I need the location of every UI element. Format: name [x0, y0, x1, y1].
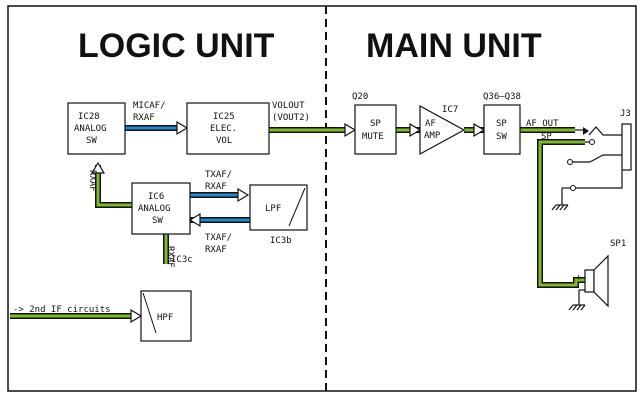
svg-text:VOL: VOL [216, 136, 232, 146]
svg-text:AF: AF [425, 119, 436, 129]
svg-text:TXAF/: TXAF/ [205, 170, 232, 180]
svg-text:RXAF: RXAF [205, 182, 227, 192]
svg-text:SW: SW [496, 132, 507, 142]
svg-text:ANALOG: ANALOG [138, 204, 171, 214]
block-ic25: IC25 ELEC. VOL [186, 102, 270, 155]
lpf-ref: IC3b [270, 236, 292, 246]
svg-text:AMP: AMP [424, 131, 441, 141]
block-lpf: LPF IC3b [249, 184, 308, 246]
block-sp-mute: SP MUTE Q20 [352, 92, 397, 155]
svg-text:IC28: IC28 [78, 112, 100, 122]
block-sp-sw: SP SW Q36–Q38 [483, 92, 521, 155]
svg-text:RXAF: RXAF [205, 245, 227, 255]
svg-text:SP1: SP1 [610, 239, 626, 249]
af-amp-ref: IC7 [442, 105, 458, 115]
svg-text:+: + [576, 273, 582, 283]
svg-text:(VOUT2): (VOUT2) [272, 113, 310, 123]
svg-text:AF OUT: AF OUT [526, 119, 559, 129]
ground-symbol [551, 204, 569, 211]
ground-symbol [568, 304, 586, 311]
svg-text:J3: J3 [620, 109, 631, 119]
svg-text:IC6: IC6 [148, 192, 164, 202]
svg-text:SP: SP [370, 119, 381, 129]
svg-text:SP: SP [496, 119, 507, 129]
svg-text:MUTE: MUTE [362, 132, 384, 142]
svg-text:RXAF: RXAF [165, 246, 175, 268]
block-ic6: IC6 ANALOG SW [131, 182, 191, 235]
svg-text:SW: SW [86, 136, 97, 146]
svg-text:MICAF/: MICAF/ [133, 101, 166, 111]
second-if-label: -> 2nd IF circuits [13, 305, 111, 315]
logic-unit-title: LOGIC UNIT [78, 27, 275, 65]
svg-text:VOLOUT: VOLOUT [272, 101, 305, 111]
diagram-frame [7, 5, 637, 392]
block-hpf: HPF IC3c [140, 255, 193, 342]
svg-text:HPF: HPF [157, 313, 173, 323]
block-af-amp: AF AMP IC7 [419, 104, 466, 156]
jack-j3: J3 [551, 109, 632, 211]
svg-text:RXAF: RXAF [87, 170, 97, 192]
block-ic28: IC28 ANALOG SW [67, 102, 126, 155]
svg-text:TXAF/: TXAF/ [205, 233, 232, 243]
main-unit-title: MAIN UNIT [366, 27, 542, 65]
svg-text:IC25: IC25 [213, 112, 235, 122]
hpf-ref: IC3c [171, 255, 193, 265]
sp-mute-ref: Q20 [352, 92, 368, 102]
signal-labels: MICAF/ RXAF VOLOUT (VOUT2) TXAF/ RXAF TX… [13, 101, 559, 315]
sp-sw-ref: Q36–Q38 [483, 92, 521, 102]
svg-text:ELEC.: ELEC. [210, 124, 237, 134]
svg-text:LPF: LPF [265, 204, 281, 214]
speaker-sp1: SP1 + [568, 239, 626, 311]
svg-text:SP: SP [541, 132, 552, 142]
svg-text:SW: SW [152, 216, 163, 226]
svg-text:RXAF: RXAF [133, 113, 155, 123]
svg-text:ANALOG: ANALOG [74, 124, 107, 134]
